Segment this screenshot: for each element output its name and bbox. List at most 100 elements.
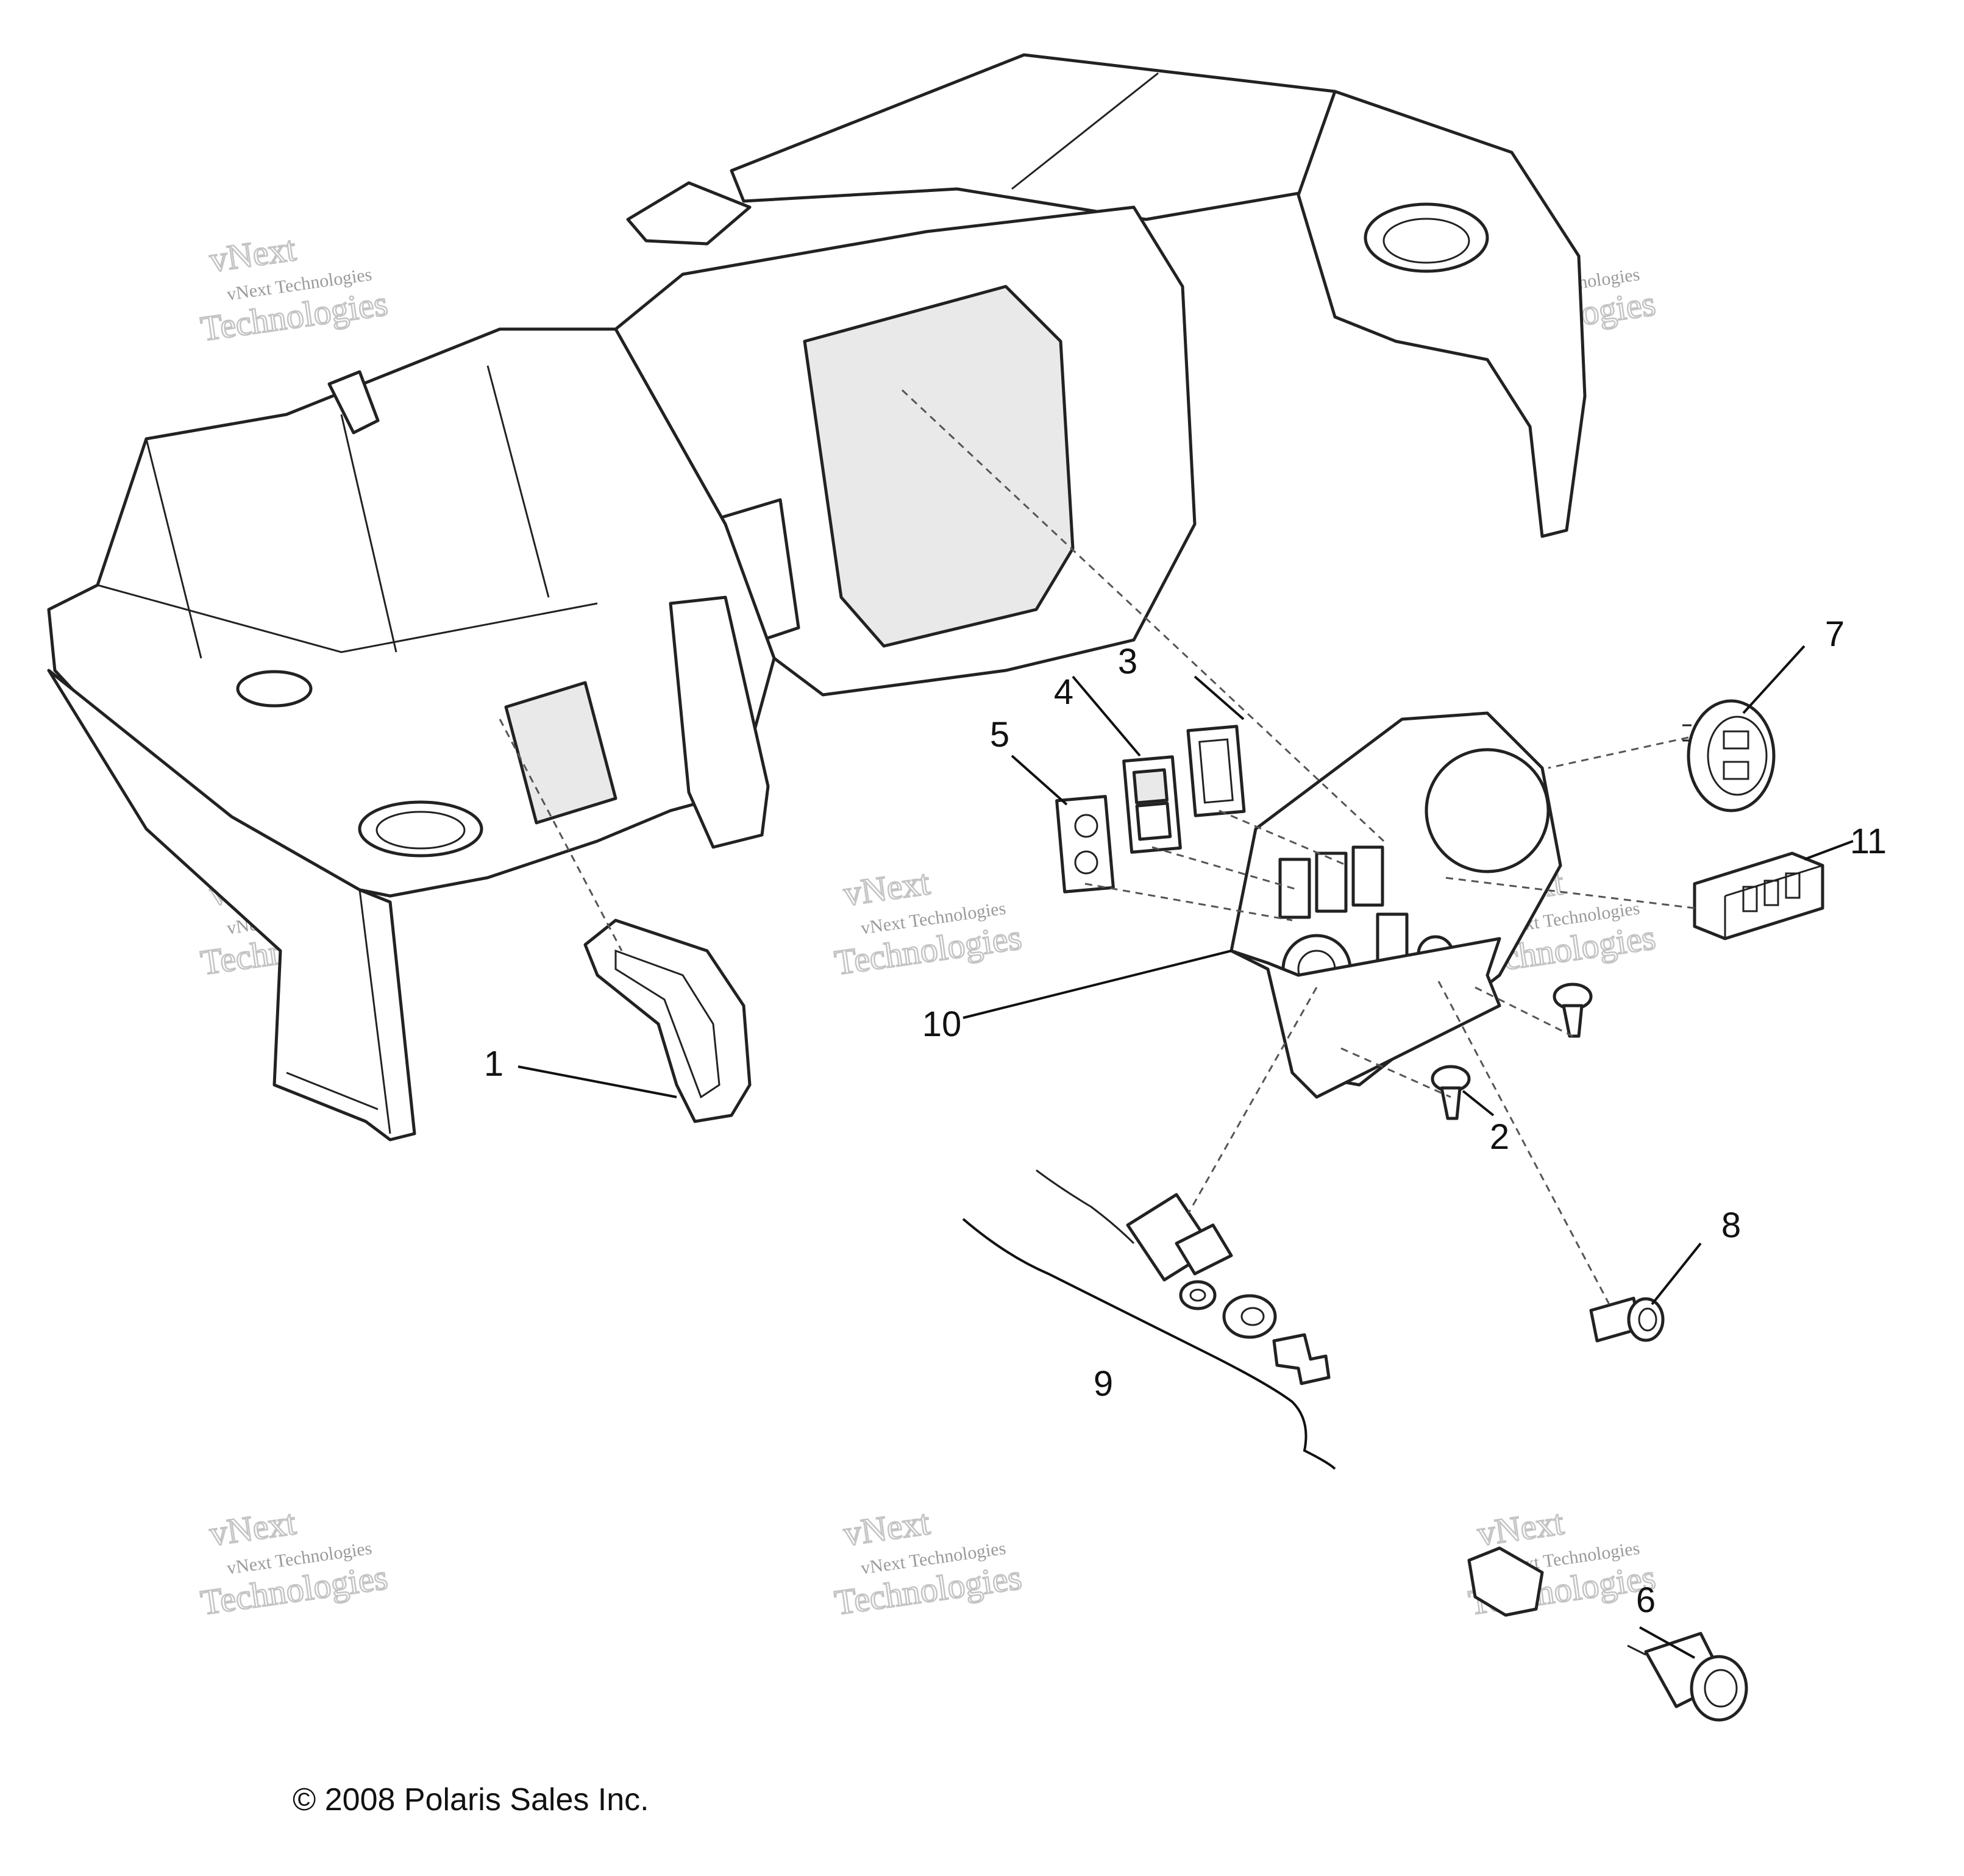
connector-pin bbox=[1742, 886, 1758, 912]
part-6-power-outlet bbox=[1467, 1546, 1748, 1722]
part-4-rocker-switch bbox=[1122, 755, 1182, 854]
leader-11 bbox=[1804, 840, 1854, 861]
leader-1 bbox=[518, 1065, 677, 1098]
ignition-bracket bbox=[962, 1218, 1336, 1470]
ignition-barrel bbox=[1175, 1223, 1233, 1276]
dashboard-rear-shelf bbox=[730, 53, 1361, 221]
left-body-seam bbox=[340, 414, 397, 653]
callouts: 1 2 3 4 5 6 7 8 9 10 11 bbox=[484, 614, 1887, 1620]
part-10-switch-panel bbox=[1229, 711, 1562, 1099]
gauge-body bbox=[1687, 699, 1776, 812]
leader-6 bbox=[1639, 1626, 1695, 1659]
ignition-washer-hole bbox=[1189, 1288, 1206, 1302]
watermark-text-top: vNext bbox=[207, 229, 298, 280]
left-cup-holder-small bbox=[236, 670, 313, 708]
gauge-display bbox=[1723, 761, 1749, 780]
part-7-gauge bbox=[1682, 699, 1776, 812]
assembly-dash bbox=[1187, 987, 1318, 1213]
leader-2 bbox=[1462, 1090, 1495, 1117]
callout-9: 9 bbox=[1094, 1364, 1113, 1404]
watermark: vNext vNext Technologies Technologies bbox=[197, 1502, 391, 1624]
callout-5: 5 bbox=[990, 715, 1009, 755]
part-8-indicator-light bbox=[1589, 1296, 1665, 1343]
outlet-wire bbox=[1627, 1644, 1646, 1656]
callout-11: 11 bbox=[1850, 822, 1887, 861]
leader-10 bbox=[962, 950, 1232, 1019]
dashboard-left-lower-panel bbox=[47, 669, 416, 1142]
grab-handle-inner bbox=[614, 949, 720, 1099]
rear-mount-tab bbox=[626, 181, 752, 246]
leader-lines bbox=[518, 645, 1854, 1659]
rivet-shank bbox=[1562, 1004, 1584, 1038]
callout-7: 7 bbox=[1825, 614, 1845, 654]
center-console-pillar bbox=[669, 595, 770, 849]
leader-4 bbox=[1072, 675, 1141, 757]
ignition-nut-hole bbox=[1240, 1307, 1265, 1326]
headlight-icon bbox=[1074, 814, 1098, 838]
watermark: vNext vNext Technologies Technologies bbox=[831, 862, 1025, 984]
gauge-face bbox=[1707, 716, 1768, 796]
connector-body bbox=[1693, 851, 1824, 940]
leader-8 bbox=[1651, 1242, 1702, 1306]
dashboard-assembly bbox=[47, 53, 1587, 1142]
instrument-opening bbox=[803, 285, 1075, 648]
right-cup-holder bbox=[1364, 202, 1489, 273]
indicator-lens-inner bbox=[1638, 1307, 1657, 1332]
part-9-ignition-switch bbox=[962, 1169, 1336, 1470]
rocker-switch-4-top bbox=[1132, 768, 1169, 805]
part-5-rocker-switch bbox=[1055, 795, 1115, 894]
gauge-pins bbox=[1682, 724, 1692, 742]
outlet-socket-inner bbox=[1704, 1669, 1738, 1708]
ignition-washer bbox=[1179, 1280, 1217, 1310]
leader-3 bbox=[1194, 675, 1245, 720]
assembly-dash bbox=[1444, 876, 1695, 909]
part-2-push-rivets bbox=[1431, 982, 1593, 1120]
connector-pin bbox=[1785, 872, 1801, 899]
callout-2: 2 bbox=[1490, 1117, 1509, 1157]
leader-7 bbox=[1742, 645, 1806, 714]
instrument-edge bbox=[803, 341, 842, 598]
assembly-dash bbox=[1340, 1047, 1451, 1098]
rocker-switch-4-bottom bbox=[1135, 801, 1172, 841]
left-mount-tab bbox=[327, 370, 380, 435]
left-body-seam bbox=[486, 365, 550, 598]
rocker-switch-5 bbox=[1055, 795, 1115, 894]
copyright-text: © 2008 Polaris Sales Inc. bbox=[293, 1782, 649, 1817]
callout-1: 1 bbox=[484, 1044, 503, 1084]
lower-panel-seam bbox=[358, 889, 391, 1134]
assembly-dash bbox=[1437, 981, 1610, 1305]
switch-slot bbox=[1315, 851, 1348, 913]
assembly-dash bbox=[1084, 883, 1293, 922]
switch-slot bbox=[1351, 845, 1384, 907]
left-cup-holder-inner bbox=[375, 811, 466, 850]
callout-6: 6 bbox=[1636, 1580, 1656, 1620]
switch-slot bbox=[1278, 858, 1311, 919]
watermark: vNext vNext Technologies Technologies bbox=[197, 228, 391, 350]
shelf-edge-line bbox=[743, 188, 1147, 221]
connector-pin bbox=[1763, 879, 1779, 906]
rivet-shank bbox=[1440, 1086, 1462, 1120]
callout-3: 3 bbox=[1118, 642, 1137, 681]
ignition-wire bbox=[1036, 1169, 1135, 1245]
callout-10: 10 bbox=[922, 1004, 962, 1044]
part-1-grab-handle bbox=[583, 918, 752, 1123]
watermark: vNext vNext Technologies Technologies bbox=[831, 1502, 1025, 1624]
gauge-display bbox=[1723, 730, 1749, 750]
lower-panel-edge bbox=[286, 1071, 379, 1110]
callout-4: 4 bbox=[1054, 672, 1073, 712]
indicator-lens bbox=[1627, 1297, 1665, 1342]
right-cup-holder-inner bbox=[1382, 218, 1470, 264]
switch-panel-tray bbox=[1229, 937, 1501, 1099]
assembly-dash bbox=[1219, 809, 1348, 867]
left-body-seam bbox=[145, 438, 202, 659]
assembly-lines bbox=[499, 389, 1695, 1305]
left-storage-recess bbox=[504, 681, 617, 825]
gauge-opening bbox=[1425, 748, 1550, 873]
assembly-dash bbox=[1548, 736, 1689, 769]
watermark-text-top: vNext bbox=[207, 1502, 298, 1554]
switch-plug bbox=[1186, 725, 1246, 817]
switch-plug-face bbox=[1198, 738, 1234, 804]
shelf-seam bbox=[1011, 72, 1159, 190]
headlight-icon bbox=[1074, 850, 1098, 875]
